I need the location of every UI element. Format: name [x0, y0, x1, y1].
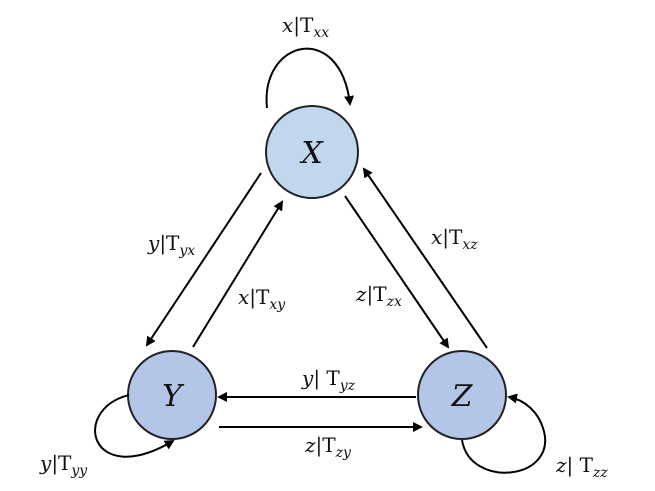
node-y-label: Y — [162, 379, 185, 414]
label-zx: z|Tzx — [355, 282, 402, 310]
node-x: X — [265, 105, 359, 199]
node-x-label: X — [299, 136, 324, 171]
node-z: Z — [417, 350, 507, 440]
label-xz: x|Txz — [431, 225, 478, 253]
label-yx: y|Tyx — [147, 231, 195, 259]
node-x-circle — [265, 105, 359, 199]
edge-zx — [344, 195, 450, 349]
edge-yy-loop — [94, 394, 175, 458]
node-y: Y — [127, 350, 217, 440]
edge-xz — [362, 167, 488, 349]
label-xx: x|Txx — [282, 13, 329, 41]
edge-yx — [145, 172, 262, 347]
edge-xx-loop — [265, 47, 355, 109]
label-yz: y| Tyz — [301, 366, 356, 394]
label-xy: x|Txy — [238, 285, 286, 313]
edge-xy — [192, 200, 284, 348]
label-yy: y|Tyy — [39, 451, 88, 479]
label-zy: z|Tzy — [304, 433, 352, 461]
node-z-label: Z — [451, 379, 474, 414]
node-z-circle — [417, 350, 507, 440]
edge-zz-loop — [461, 393, 547, 474]
label-zz: z| Tzz — [555, 453, 608, 481]
